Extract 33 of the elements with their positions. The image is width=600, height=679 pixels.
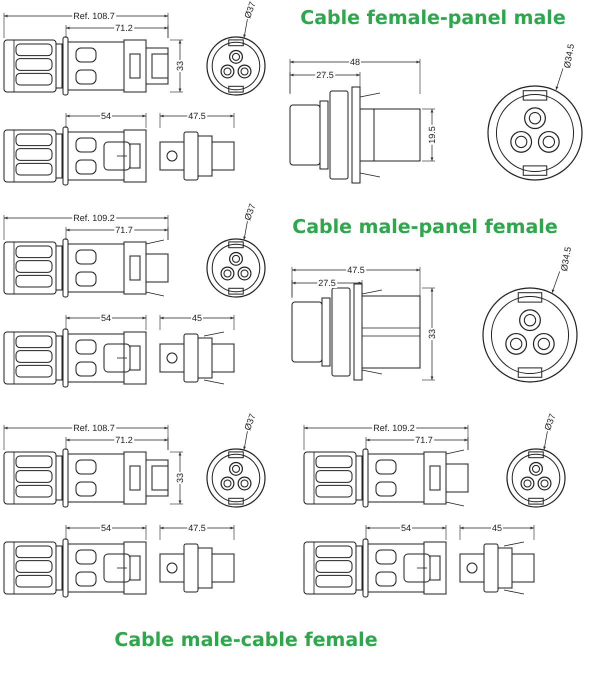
dimension-value: 54 xyxy=(100,313,112,323)
dimension-value: 48 xyxy=(349,57,361,67)
section-title: Cable male-panel female xyxy=(292,216,558,238)
dimension-value: Ref. 109.2 xyxy=(72,213,116,223)
dimension-value: Ø34.5 xyxy=(562,42,576,70)
dimension-value: 71.2 xyxy=(114,435,134,445)
dimension-value: 54 xyxy=(400,523,412,533)
dimension-value: Ref. 108.7 xyxy=(72,11,116,21)
dimension-value: Ø37 xyxy=(542,411,558,433)
dimension-value: Ø37 xyxy=(242,0,258,21)
dimension-value: 33 xyxy=(175,60,185,72)
dimension-value: 33 xyxy=(175,472,185,484)
dimension-value: 71.7 xyxy=(114,225,134,235)
dimension-value: 47.5 xyxy=(187,523,207,533)
section-title: Cable female-panel male xyxy=(300,7,566,29)
dimension-value: Ref. 108.7 xyxy=(72,423,116,433)
dimension-value: 47.5 xyxy=(187,111,207,121)
section-title: Cable male-cable female xyxy=(114,629,378,651)
dimension-value: 71.2 xyxy=(114,23,134,33)
dimension-value: 19.5 xyxy=(427,125,437,145)
dimension-value: 27.5 xyxy=(315,70,335,80)
dimension-value: 33 xyxy=(427,328,437,340)
dimension-value: 54 xyxy=(100,523,112,533)
dimension-value: 47.5 xyxy=(346,265,366,275)
dimension-value: 45 xyxy=(191,313,203,323)
dimension-value: Ø37 xyxy=(242,411,258,433)
dimension-value: 54 xyxy=(100,111,112,121)
dimension-value: 27.5 xyxy=(317,278,337,288)
dimension-value: Ø37 xyxy=(242,201,258,223)
dimension-value: Ref. 109.2 xyxy=(372,423,416,433)
dimension-value: 45 xyxy=(491,523,503,533)
dimension-value: 71.7 xyxy=(414,435,434,445)
dimension-value: Ø34.5 xyxy=(558,245,574,273)
